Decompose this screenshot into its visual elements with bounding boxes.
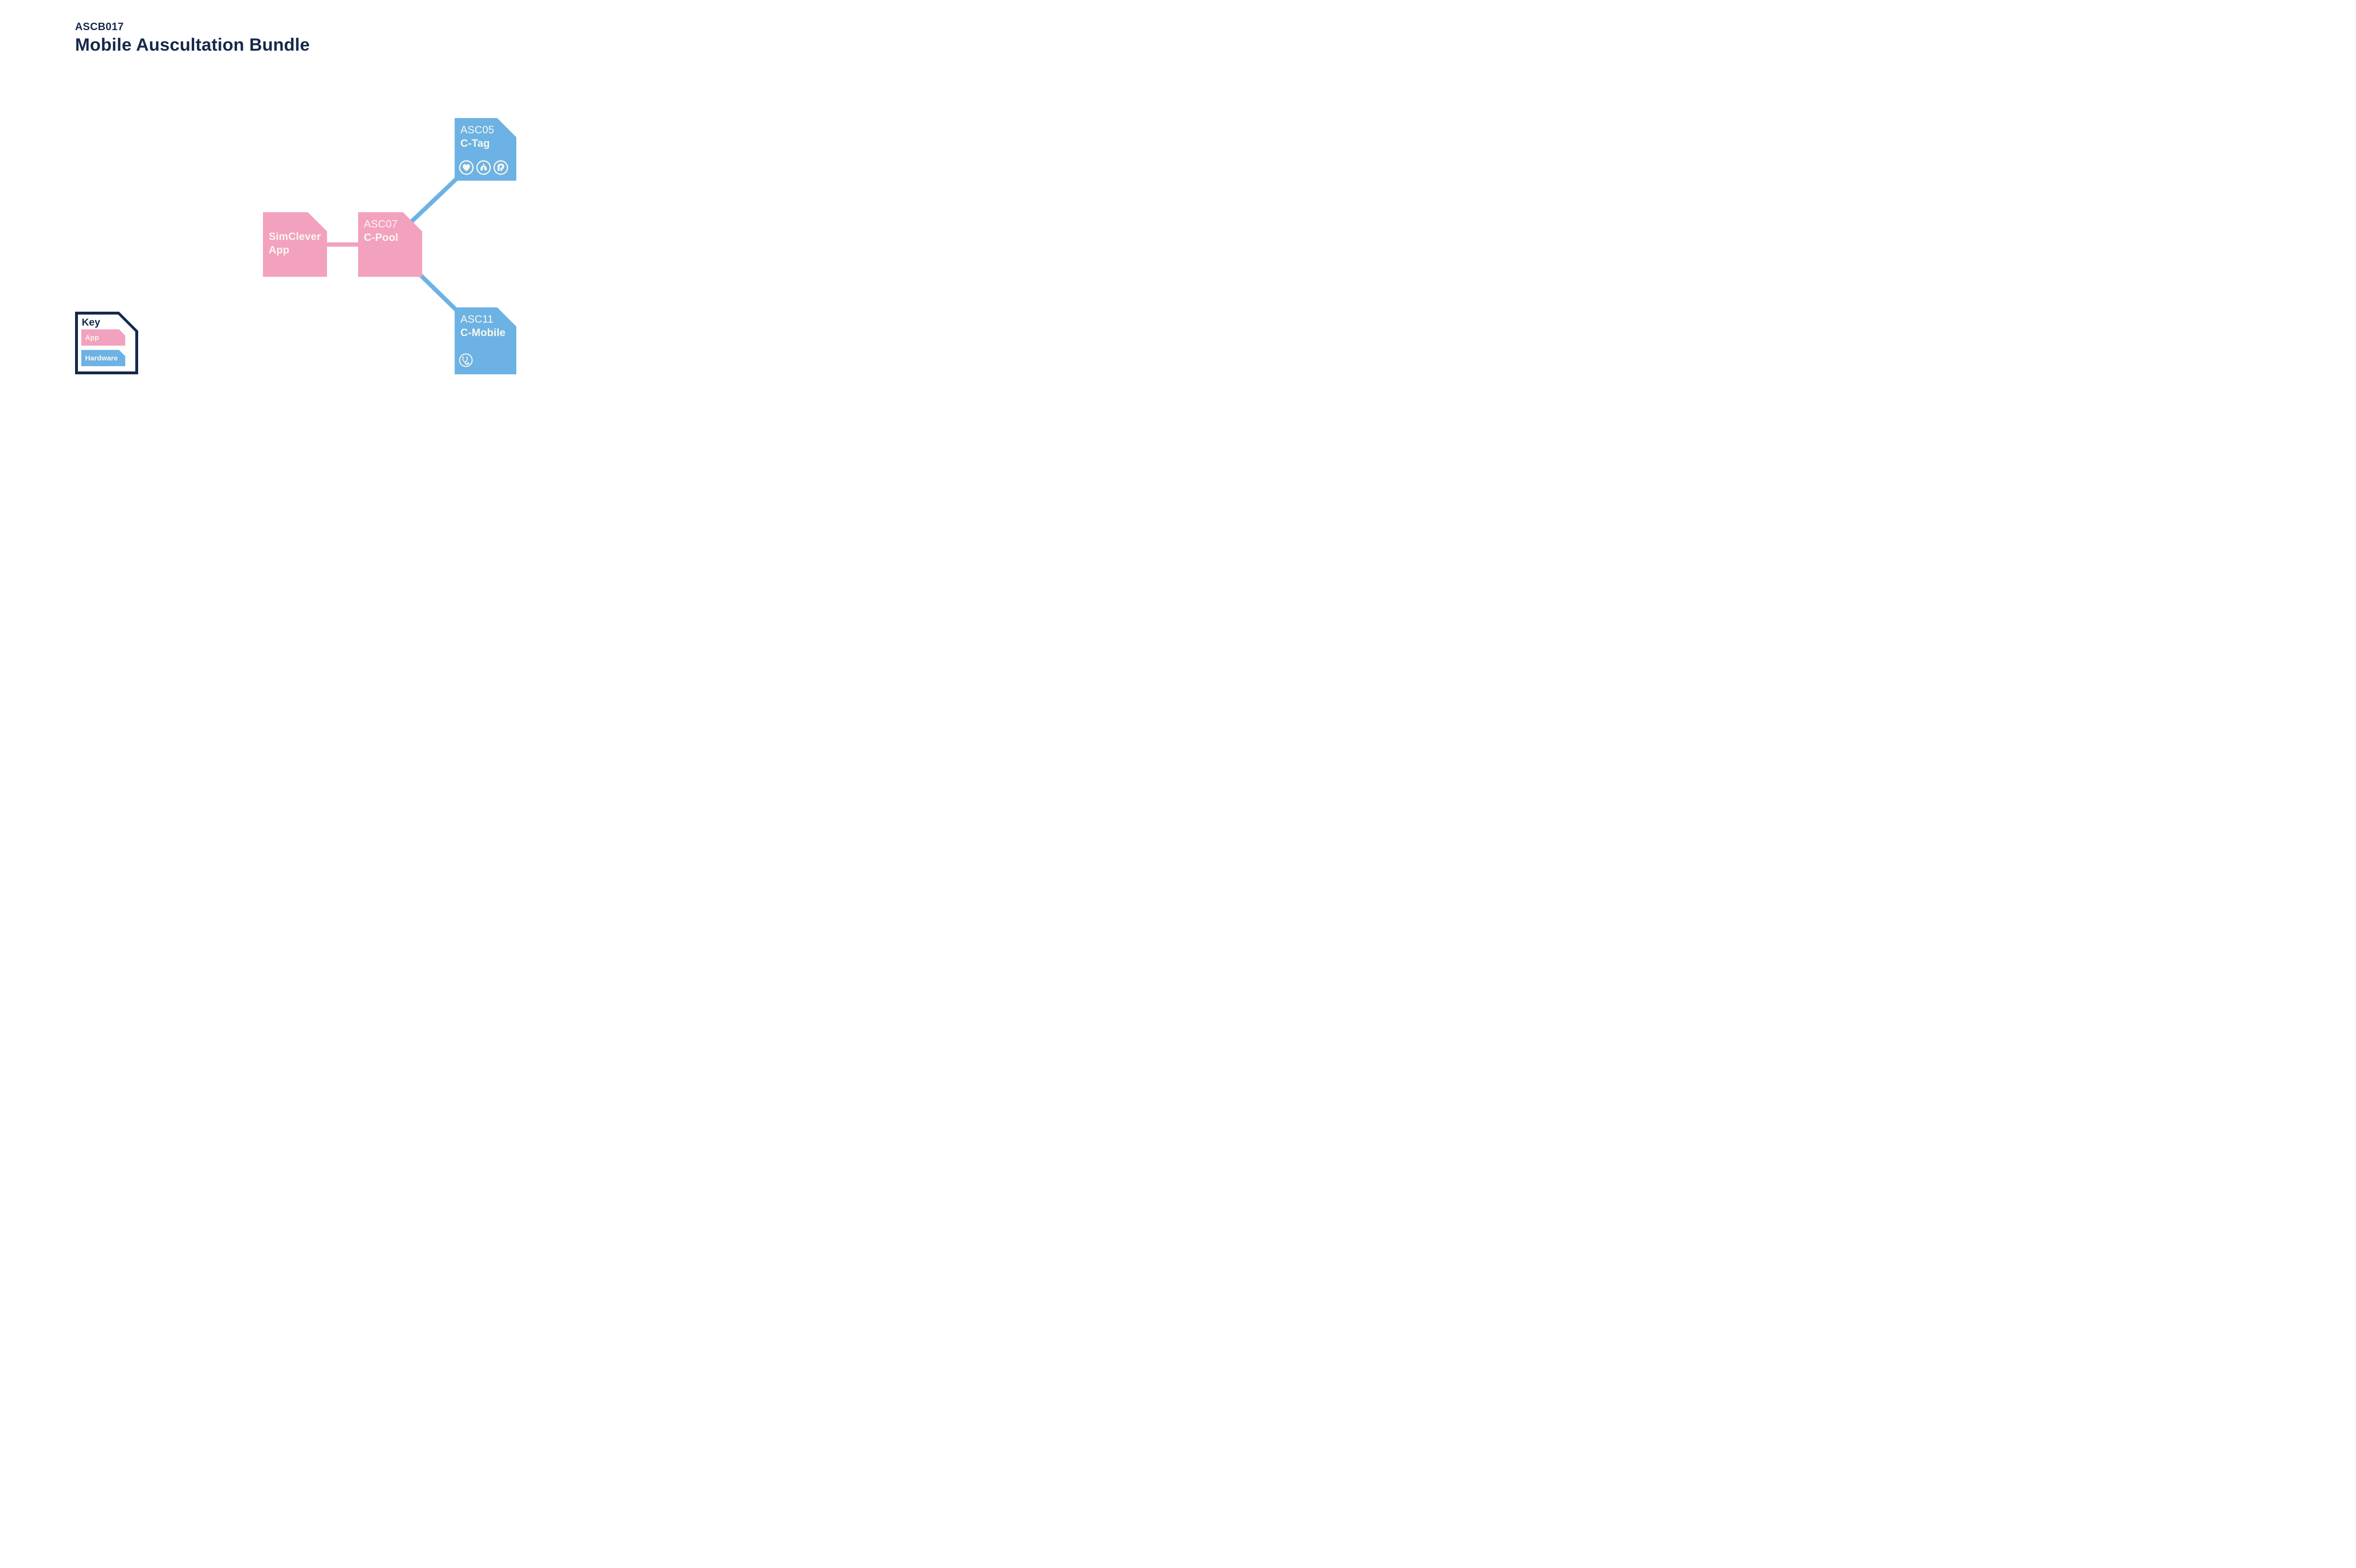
- node-text: ASC05 C-Tag: [455, 118, 516, 150]
- node-text: ASC07 C-Pool: [358, 212, 422, 244]
- key-item-app-label: App: [85, 333, 99, 342]
- key-item-hardware-label: Hardware: [85, 354, 118, 362]
- key-item-hardware: Hardware: [81, 350, 125, 366]
- diagram-canvas: ASCB017 Mobile Auscultation Bundle SimCl…: [0, 0, 589, 392]
- stethoscope-icon: [458, 353, 473, 368]
- node-title: C-Mobile: [460, 327, 506, 338]
- key-title: Key: [82, 317, 100, 328]
- key-item-app: App: [81, 329, 125, 346]
- node-code: ASC07: [364, 218, 398, 230]
- title-block: ASCB017 Mobile Auscultation Bundle: [75, 20, 310, 55]
- heart-icon: [458, 160, 474, 175]
- bundle-code: ASCB017: [75, 21, 124, 33]
- node-c-tag: ASC05 C-Tag: [455, 118, 516, 181]
- node-c-pool: ASC07 C-Pool: [358, 212, 422, 277]
- node-code: ASC05: [460, 124, 494, 136]
- node-code: ASC11: [460, 313, 494, 325]
- node-title: C-Tag: [460, 137, 490, 149]
- intestine-icon: [493, 160, 509, 175]
- node-simclever-app: SimClever App: [263, 212, 327, 277]
- connector-cpool-to-cmobile: [417, 272, 460, 314]
- node-c-mobile: ASC11 C-Mobile: [455, 307, 516, 374]
- lungs-icon: [476, 160, 491, 175]
- node-title-line2: App: [269, 244, 290, 256]
- node-title-line1: SimClever: [269, 230, 321, 242]
- organ-icon-row: [458, 160, 509, 175]
- device-icon-row: [458, 353, 473, 368]
- node-text: ASC11 C-Mobile: [455, 307, 516, 339]
- node-title: C-Pool: [364, 231, 399, 243]
- connector-lines: [325, 175, 460, 314]
- key-legend: Key App Hardware: [75, 312, 138, 374]
- node-text: SimClever App: [263, 212, 327, 257]
- page-title: Mobile Auscultation Bundle: [75, 35, 310, 54]
- connector-cpool-to-ctag: [407, 175, 460, 226]
